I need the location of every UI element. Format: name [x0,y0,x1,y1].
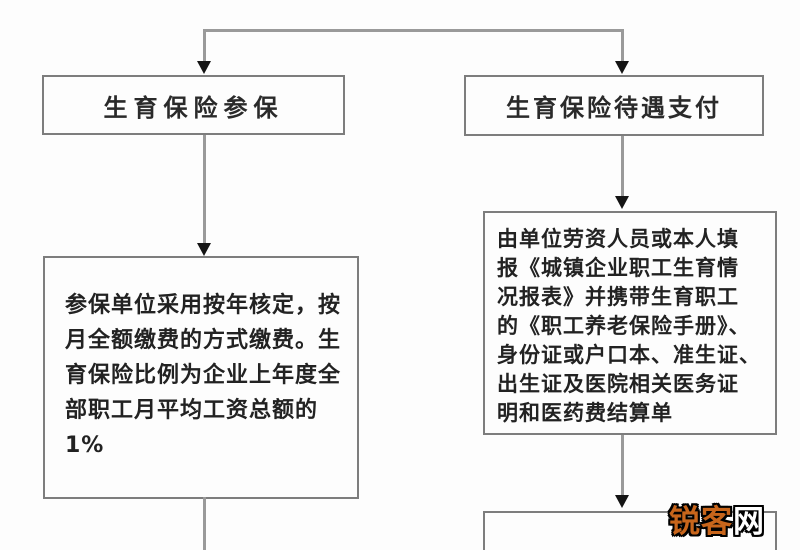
node-payment-detail: 由单位劳资人员或本人填 报《城镇企业职工生育情 况报表》并携带生育职工 的《职工… [483,211,777,435]
connector-top-horizontal [203,29,624,32]
detail-text-line: 出生证及医院相关医务证 [497,372,739,396]
detail-text-line: 况报表》并携带生育职工 [497,285,739,309]
node-next-step-cutoff [483,511,777,550]
detail-text-line: 报《城镇企业职工生育情 [497,256,739,280]
connector-left-bottom [203,497,206,550]
node-enrollment-title: 生育保险参保 [42,75,345,135]
down-arrow-icon [197,61,211,74]
down-arrow-icon [615,61,629,74]
detail-text-line: 育保险比例为企业上年度全 [65,363,342,388]
down-arrow-icon [615,495,629,508]
detail-text-line: 的《职工养老保险手册》、 [497,314,751,338]
connector-top-left-stub [203,29,206,62]
detail-text-line: 月全额缴费的方式缴费。生 [65,328,342,353]
detail-text-line: 身份证或户口本、准生证、 [497,343,761,367]
detail-text-line: 由单位劳资人员或本人填 [497,227,739,251]
connector-top-right-stub [621,29,624,62]
node-payment-title: 生育保险待遇支付 [464,75,764,136]
down-arrow-icon [197,243,211,256]
node-payment-title-label: 生育保险待遇支付 [506,94,722,122]
node-enrollment-title-label: 生育保险参保 [103,93,284,122]
detail-text-line: 明和医药费结算单 [497,401,673,425]
connector-right-vertical-2 [621,435,624,495]
watermark: 锐客网 [669,496,765,541]
connector-left-vertical [203,135,206,243]
down-arrow-icon [615,196,629,209]
detail-text-line: 1% [65,433,105,458]
detail-text-line: 部职工月平均工资总额的 [65,398,319,423]
connector-right-vertical-1 [621,136,624,196]
node-enrollment-detail: 参保单位采用按年核定，按 月全额缴费的方式缴费。生 育保险比例为企业上年度全 部… [43,256,359,499]
watermark-text-primary: 锐客 [669,504,733,540]
watermark-text-secondary: 网 [733,504,765,540]
detail-text-line: 参保单位采用按年核定，按 [65,293,342,318]
